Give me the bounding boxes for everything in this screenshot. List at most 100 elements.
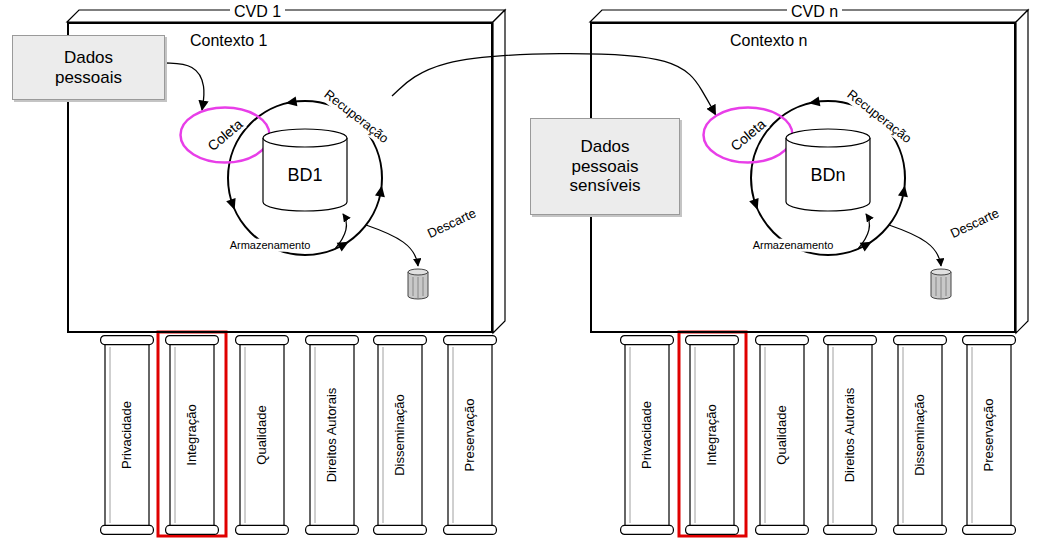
store-arrow <box>335 214 346 249</box>
pillar-base <box>306 525 359 534</box>
pillar: Disseminação <box>373 335 427 535</box>
pillar-cap <box>101 336 154 345</box>
pillar-base <box>101 525 154 534</box>
pillar-shaft <box>448 344 492 526</box>
pillar-cap <box>236 336 289 345</box>
cvd-title: CVD n <box>787 3 842 21</box>
cylinder-body <box>786 138 870 211</box>
pillar-shaft <box>760 344 804 526</box>
highlight-rect <box>679 332 746 536</box>
trash-can-line <box>413 277 414 296</box>
trash-can-line <box>423 277 424 296</box>
pillar: Direitos Autorais <box>823 335 877 535</box>
pillar-cap <box>686 336 739 345</box>
flow-arrow <box>165 63 204 110</box>
cylinder-top <box>263 129 347 147</box>
collect-ellipse: Coleta <box>702 106 794 164</box>
pillar-shade <box>903 347 904 523</box>
pillar-label: Preservação <box>463 399 478 472</box>
pillar-shaft <box>690 344 734 526</box>
pillar-shade <box>972 347 973 523</box>
database-label: BDn <box>810 165 845 186</box>
stage-label: Armazenamento <box>228 239 313 252</box>
cycle-arrowhead <box>226 198 239 212</box>
stage-label: Coleta <box>726 115 770 156</box>
context-title: Contexto 1 <box>190 32 267 50</box>
box-label: Dados pessoais sensíveis <box>566 137 644 196</box>
pillar-base <box>756 525 809 534</box>
pillar-shade <box>315 347 316 523</box>
pillar-shaft <box>240 344 284 526</box>
stage-label: Descarte <box>423 205 480 242</box>
pillar-shaft <box>967 344 1011 526</box>
pillar-cap <box>166 336 219 345</box>
discard-arrow <box>366 225 418 266</box>
pillar-base <box>621 525 674 534</box>
trash-can-line <box>418 277 419 298</box>
database-cylinder: BDn <box>785 128 871 212</box>
pillar-shade <box>245 347 246 523</box>
stage-label: Coleta <box>203 115 247 156</box>
pillar-cap <box>306 336 359 345</box>
pillar-base <box>894 525 947 534</box>
box-top-face <box>67 10 505 22</box>
pillar-shade <box>695 347 696 523</box>
pillar-base <box>444 525 497 534</box>
pillar-shaft <box>310 344 354 526</box>
pillar: Qualidade <box>755 335 809 535</box>
pillar-label: Integração <box>185 404 200 465</box>
box-side-face <box>493 10 505 333</box>
stage-label: Descarte <box>946 205 1003 242</box>
pillar: Privacidade <box>100 335 154 535</box>
pillar: Disseminação <box>893 335 947 535</box>
pillar-label: Disseminação <box>913 394 928 476</box>
pillar: Preservação <box>443 335 497 535</box>
trash-can-lid <box>408 269 428 275</box>
pillar-shade <box>110 347 111 523</box>
pillar: Qualidade <box>235 335 289 535</box>
pillar-cap <box>621 336 674 345</box>
pillar: Preservação <box>962 335 1016 535</box>
pillar-label: Qualidade <box>775 405 790 464</box>
pillar: Integração <box>165 335 219 535</box>
highlight-rect <box>158 332 226 536</box>
pillar-shaft <box>625 344 669 526</box>
pillar-label: Privacidade <box>640 401 655 469</box>
input-box: Dados pessoais sensíveis <box>530 118 680 215</box>
pillar-label: Privacidade <box>120 401 135 469</box>
pillar-cap <box>374 336 427 345</box>
pillar-shaft <box>105 344 149 526</box>
pillar-label: Disseminação <box>393 394 408 476</box>
pillar-shade <box>630 347 631 523</box>
pillar-label: Integração <box>705 404 720 465</box>
pillar-shaft <box>898 344 942 526</box>
cylinder-body <box>263 138 347 211</box>
pillar-shaft <box>378 344 422 526</box>
pillar: Direitos Autorais <box>305 335 359 535</box>
pillar-label: Direitos Autorais <box>843 388 858 483</box>
pillar-cap <box>824 336 877 345</box>
pillar-base <box>236 525 289 534</box>
pillar-base <box>824 525 877 534</box>
pillar-shade <box>833 347 834 523</box>
trash-can <box>408 272 428 299</box>
pillar-shade <box>383 347 384 523</box>
pillar-cap <box>756 336 809 345</box>
pillar: Integração <box>685 335 739 535</box>
pillar-label: Qualidade <box>255 405 270 464</box>
pillar-base <box>963 525 1016 534</box>
pillar-base <box>374 525 427 534</box>
cylinder-top <box>786 129 870 147</box>
database-label: BD1 <box>287 165 322 186</box>
cycle-arrowhead <box>285 96 298 108</box>
cvd-title: CVD 1 <box>230 3 285 21</box>
pillar-label: Preservação <box>982 399 997 472</box>
pillar-shaft <box>828 344 872 526</box>
pillar-cap <box>894 336 947 345</box>
input-box: Dados pessoais <box>12 35 165 100</box>
pillar-shaft <box>170 344 214 526</box>
pillar: Privacidade <box>620 335 674 535</box>
pillar-cap <box>444 336 497 345</box>
pillar-cap <box>963 336 1016 345</box>
pillar-label: Direitos Autorais <box>325 388 340 483</box>
